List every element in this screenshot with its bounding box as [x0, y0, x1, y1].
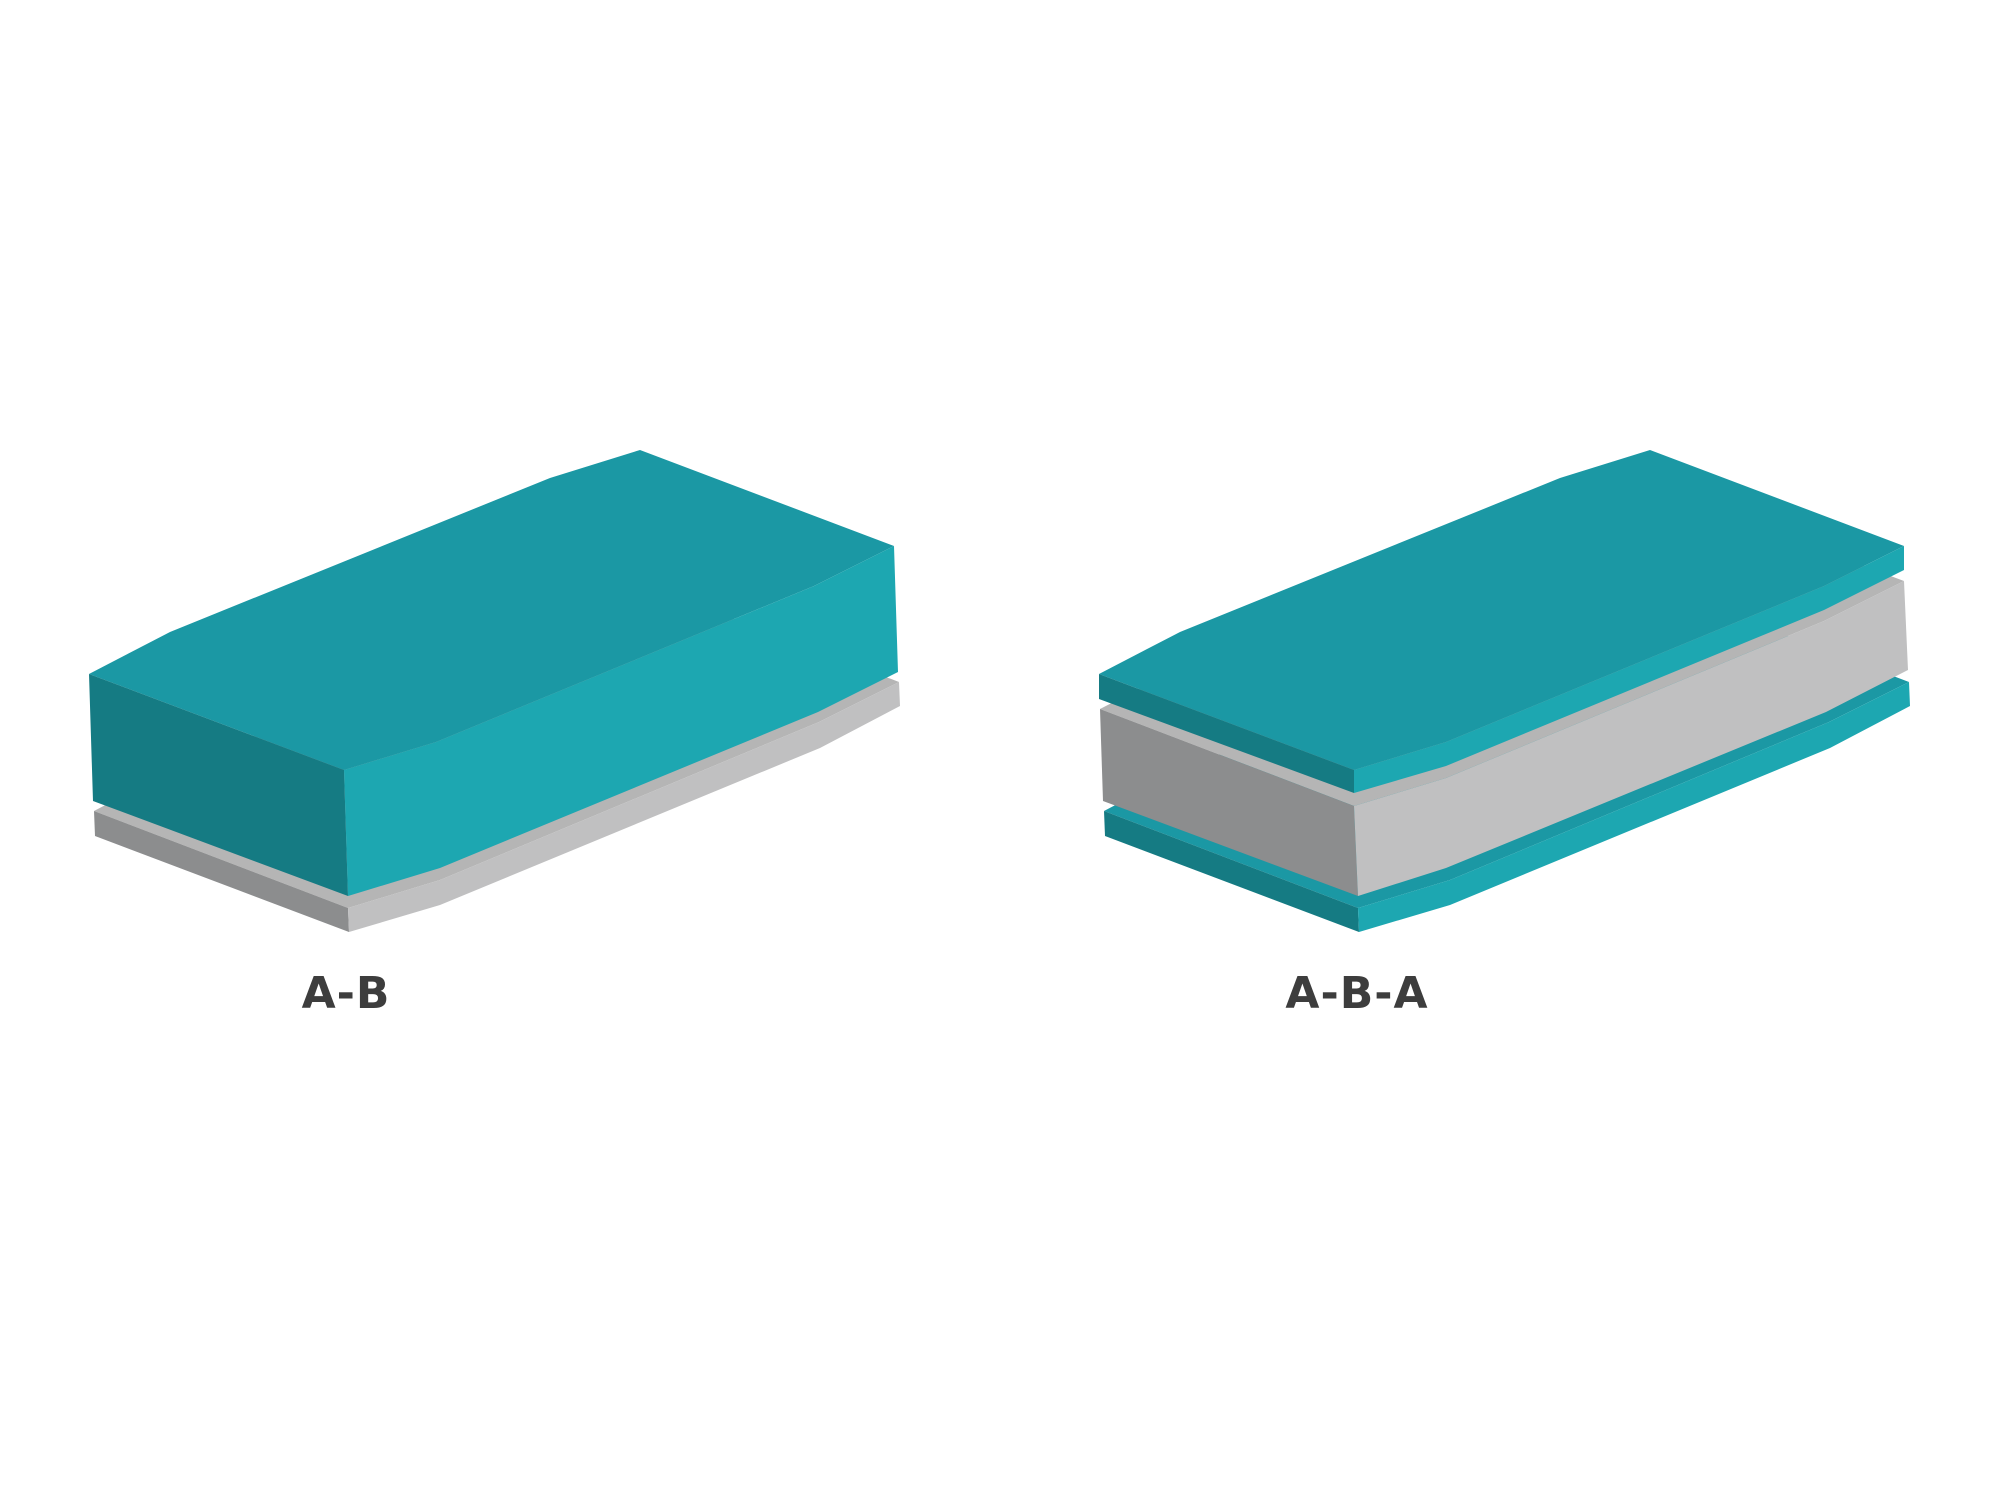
layer-a-left-face — [89, 674, 348, 896]
layer-b-right-face — [348, 682, 900, 932]
diagram-aba — [1099, 450, 1910, 932]
layer-b-middle-right-face — [1354, 581, 1908, 896]
diagram-ab — [89, 450, 900, 932]
layer-a-bottom-right-face — [1358, 682, 1910, 932]
layer-a-top-left-face — [1099, 674, 1354, 793]
layer-a-top-aba — [1099, 450, 1904, 793]
layer-a-bottom-left-face — [1104, 811, 1359, 932]
layer-a-right-face — [344, 546, 898, 896]
diagram-label-aba: A-B-A — [1285, 968, 1429, 1019]
layer-a-top-right-face — [1354, 546, 1904, 793]
layer-a-ab — [89, 450, 898, 896]
layer-a-top-top-face — [1099, 450, 1904, 770]
layer-b-middle-left-face — [1100, 709, 1358, 896]
layer-a-top-face — [89, 450, 894, 770]
layer-b-left-face — [94, 811, 349, 932]
diagram-label-ab: A-B — [301, 968, 391, 1019]
